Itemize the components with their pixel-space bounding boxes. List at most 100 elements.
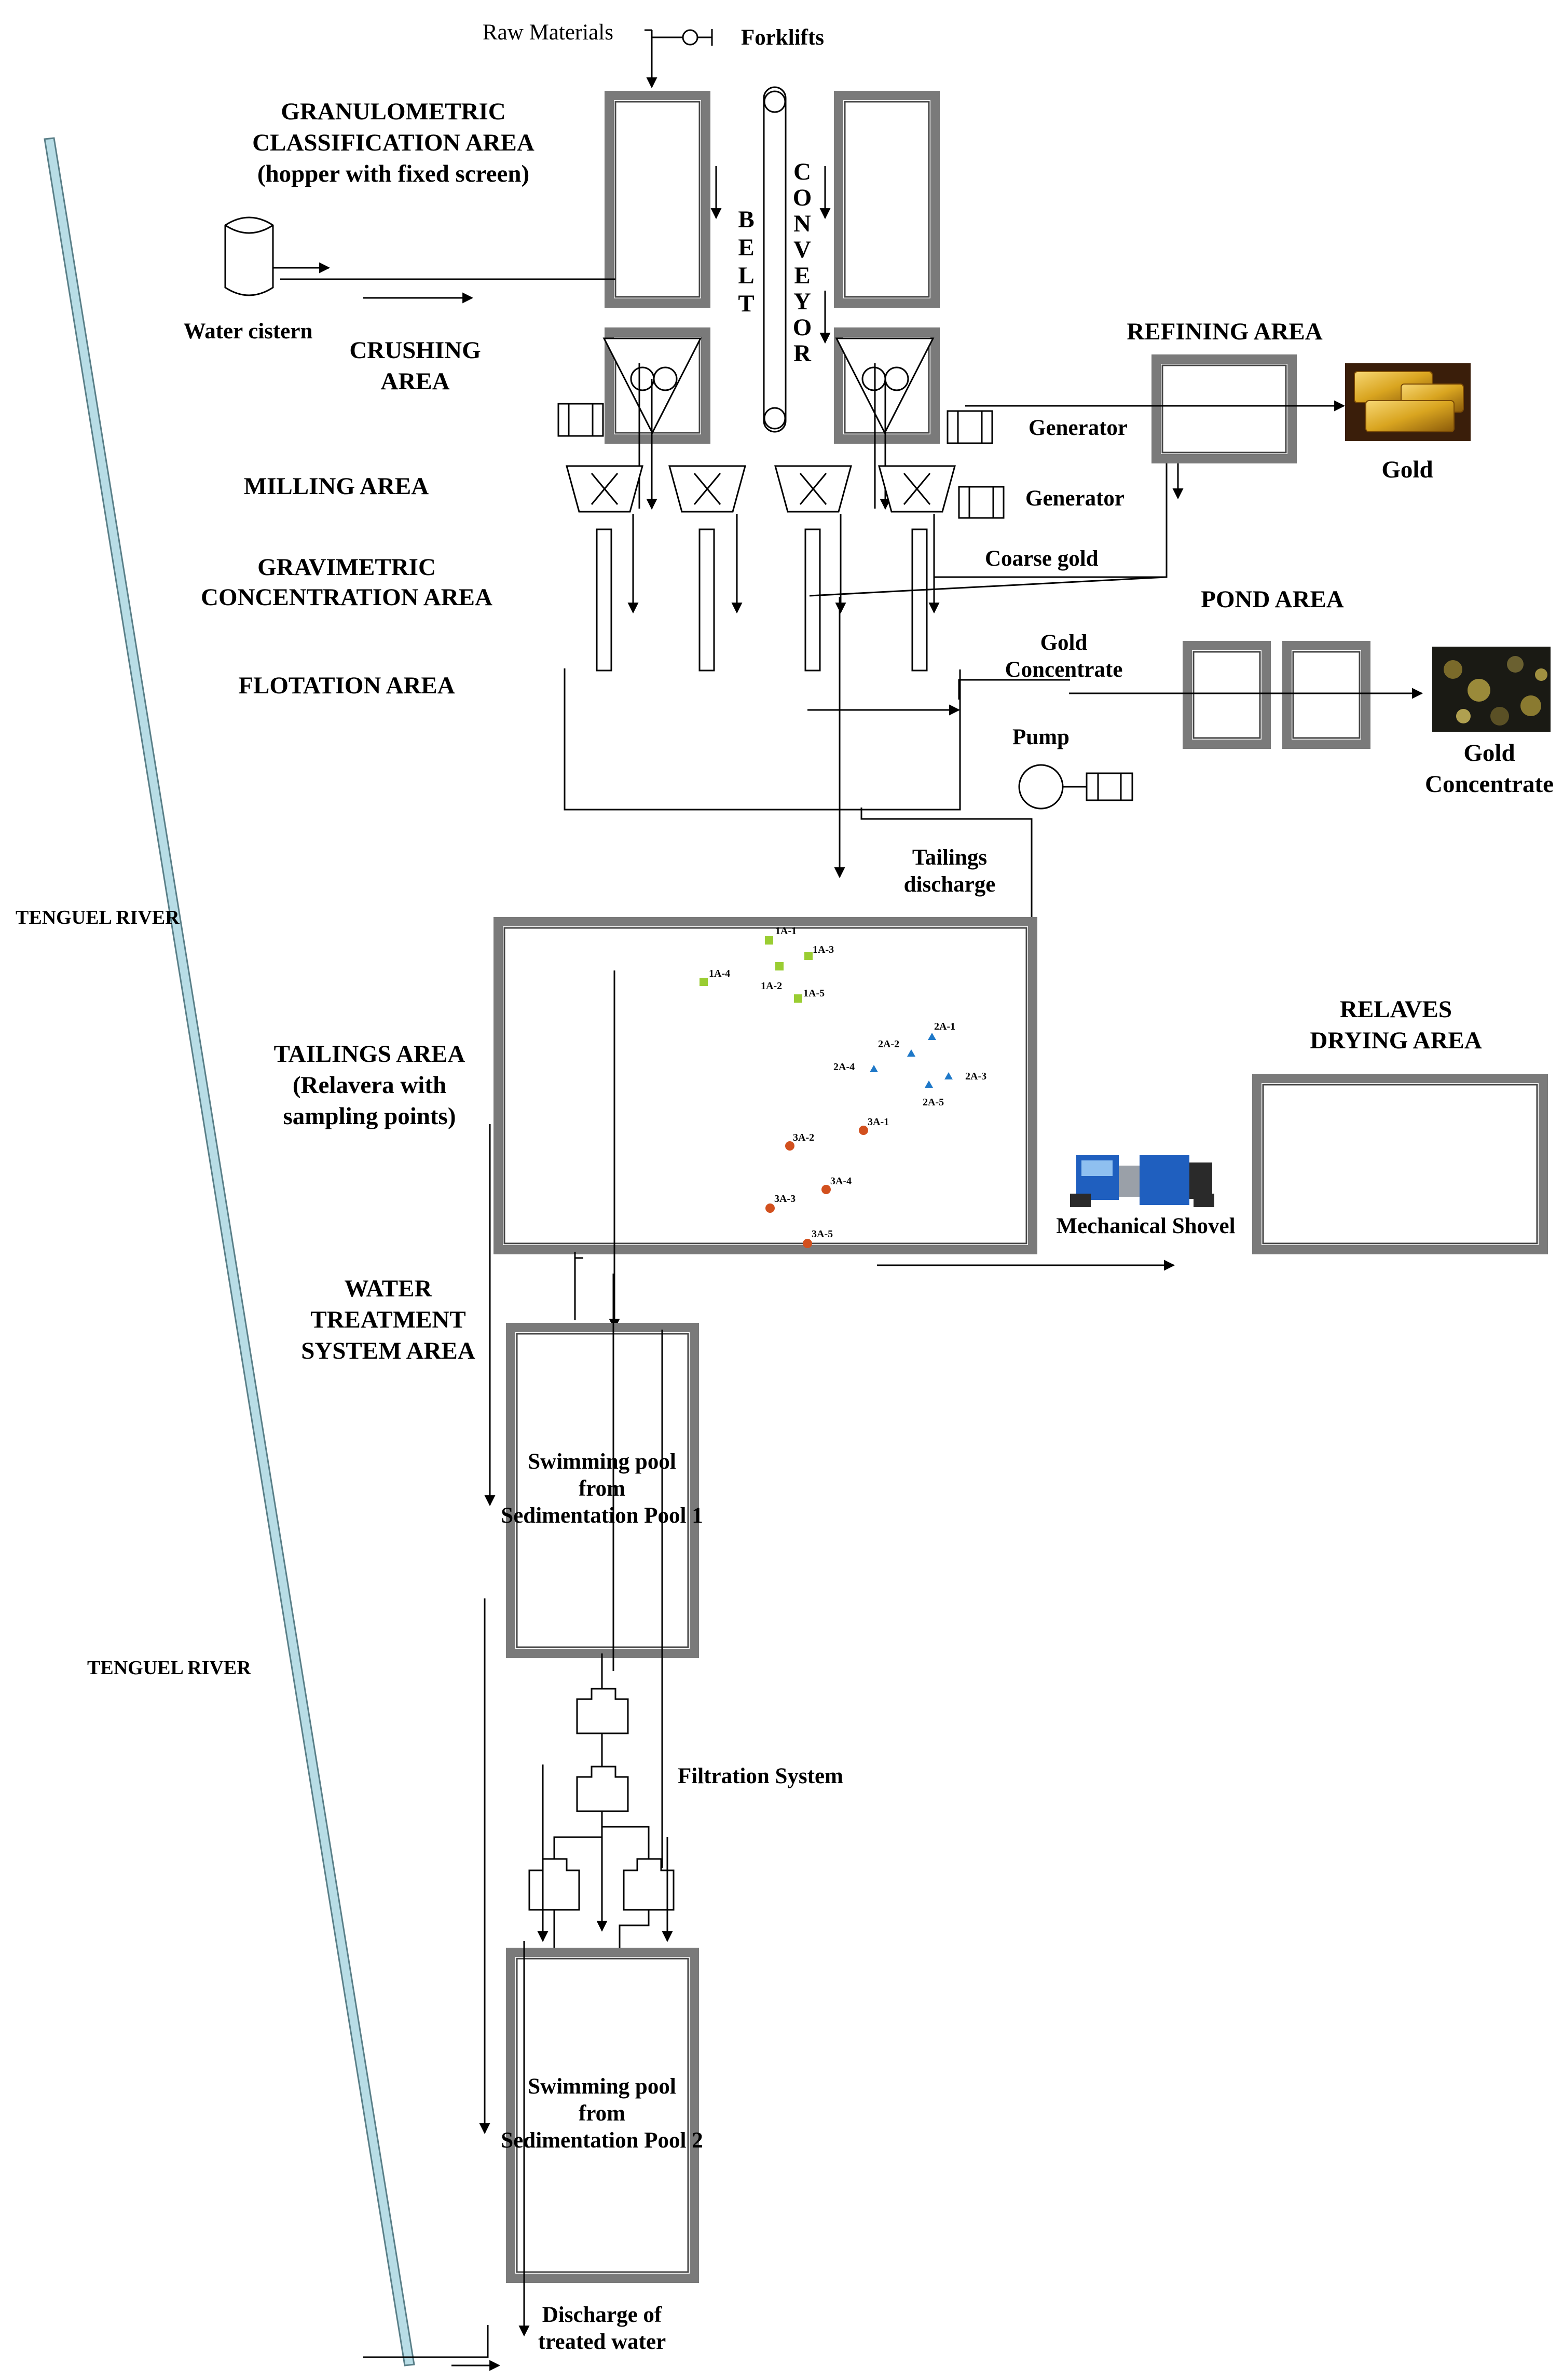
crusher-right — [834, 327, 993, 444]
water-treatment-title-2: TREATMENT — [310, 1306, 465, 1333]
tailings-title-2: (Relavera with — [293, 1072, 446, 1099]
coarse-gold-label: Coarse gold — [985, 546, 1099, 571]
svg-text:C: C — [793, 158, 811, 185]
gravimetric-title-2: CONCENTRATION AREA — [201, 584, 492, 611]
pond-title: POND AREA — [1201, 586, 1344, 613]
svg-text:1A-3: 1A-3 — [813, 944, 834, 955]
svg-text:2A-4: 2A-4 — [833, 1061, 855, 1073]
sampling-point-2a-5 — [925, 1080, 933, 1088]
belt-conveyor — [763, 86, 787, 433]
gold-concentrate-label-2: Concentrate — [1425, 771, 1554, 798]
svg-text:3A-4: 3A-4 — [830, 1175, 852, 1187]
gold-concentrate-flow-label-2: Concentrate — [1005, 658, 1123, 682]
milling-title: MILLING AREA — [244, 473, 429, 500]
svg-text:Y: Y — [793, 288, 811, 315]
sampling-point-1a-3 — [804, 952, 813, 960]
refining-title: REFINING AREA — [1127, 318, 1322, 345]
svg-text:N: N — [793, 210, 811, 237]
sampling-point-1a-5 — [794, 994, 802, 1003]
gold-label: Gold — [1381, 456, 1433, 483]
svg-text:1A-4: 1A-4 — [709, 968, 730, 979]
sampling-point-2a-3 — [944, 1072, 953, 1079]
belt-label: B E L T — [738, 206, 754, 317]
crusher-left — [557, 327, 710, 444]
crushing-title-2: AREA — [380, 368, 449, 395]
sampling-point-3a-5 — [803, 1239, 812, 1248]
hopper-right — [834, 91, 940, 308]
svg-text:L: L — [738, 262, 754, 289]
sampling-point-2a-2 — [907, 1049, 915, 1057]
sampling-point-2a-4 — [870, 1065, 878, 1072]
discharge-label-2: treated water — [538, 2330, 666, 2354]
conveyor-label: C O N V E Y O R — [793, 158, 812, 367]
svg-text:E: E — [738, 234, 754, 261]
forklift-icon — [645, 29, 713, 89]
granulometric-title-1: GRANULOMETRIC — [281, 98, 505, 125]
tailings-relavera-box — [493, 917, 1037, 1254]
tailings-discharge-label-1: Tailings — [912, 845, 987, 870]
svg-text:3A-5: 3A-5 — [812, 1228, 833, 1240]
tailings-title-3: sampling points) — [283, 1103, 456, 1130]
svg-text:3A-1: 3A-1 — [868, 1116, 889, 1128]
svg-text:2A-1: 2A-1 — [934, 1021, 955, 1032]
relaves-drying-box — [1252, 1074, 1548, 1254]
sedimentation-pool-2 — [506, 1948, 699, 2283]
flotation-title: FLOTATION AREA — [238, 672, 455, 699]
refining-box — [1151, 354, 1297, 463]
pool-2-label-1: Swimming pool — [528, 2074, 676, 2099]
water-cistern-icon — [224, 216, 274, 296]
mill-2 — [668, 465, 746, 513]
svg-text:2A-5: 2A-5 — [923, 1097, 944, 1108]
svg-text:2A-2: 2A-2 — [878, 1038, 899, 1050]
svg-text:3A-3: 3A-3 — [774, 1193, 796, 1205]
svg-text:1A-1: 1A-1 — [775, 925, 797, 937]
pool-1-label-2: from — [579, 1476, 625, 1501]
svg-text:B: B — [738, 206, 754, 233]
sampling-points-group-3: 3A-1 3A-2 3A-3 3A-4 3A-5 — [765, 1116, 889, 1248]
sampling-point-1a-1 — [765, 936, 773, 945]
svg-text:1A-2: 1A-2 — [761, 980, 782, 992]
sampling-point-1a-2 — [775, 962, 784, 970]
svg-text:2A-3: 2A-3 — [965, 1071, 986, 1082]
mill-3 — [774, 465, 852, 513]
sedimentation-pool-1 — [506, 1323, 699, 1658]
sampling-point-3a-3 — [765, 1203, 775, 1213]
svg-text:O: O — [793, 314, 812, 341]
mechanical-shovel-icon — [1070, 1155, 1214, 1207]
filter-unit-4 — [623, 1858, 675, 1911]
sampling-points-group-1: 1A-1 1A-2 1A-3 1A-4 1A-5 — [700, 925, 834, 1003]
pool-1-label-3: Sedimentation Pool 1 — [501, 1503, 703, 1528]
relaves-title-1: RELAVES — [1340, 996, 1452, 1023]
pump-icon — [1018, 764, 1133, 810]
sampling-point-3a-2 — [785, 1141, 794, 1151]
pump-label: Pump — [1012, 725, 1070, 749]
sampling-point-2a-1 — [928, 1033, 936, 1040]
relaves-title-2: DRYING AREA — [1310, 1027, 1482, 1054]
generator-2-label: Generator — [1025, 486, 1125, 511]
svg-text:1A-5: 1A-5 — [803, 988, 825, 999]
tenguel-river-label-bottom: TENGUEL RIVER — [87, 1657, 251, 1679]
gravimetric-title-1: GRAVIMETRIC — [257, 554, 436, 581]
hopper-left — [605, 91, 710, 308]
gold-concentrate-label-1: Gold — [1463, 740, 1515, 767]
pond-box-2 — [1282, 641, 1370, 749]
pool-2-label-2: from — [579, 2101, 625, 2126]
generator-1-label: Generator — [1029, 416, 1128, 440]
mechanical-shovel-label: Mechanical Shovel — [1056, 1214, 1235, 1238]
svg-text:T: T — [738, 290, 754, 317]
tailings-discharge-label-2: discharge — [904, 872, 996, 897]
filter-unit-1 — [576, 1688, 629, 1734]
filter-unit-3 — [528, 1858, 580, 1911]
concentrator-columns — [596, 528, 928, 672]
granulometric-title-2: CLASSIFICATION AREA — [252, 129, 534, 156]
svg-text:R: R — [793, 340, 812, 367]
water-treatment-title-1: WATER — [345, 1275, 433, 1302]
mill-4 — [878, 465, 1005, 519]
pond-box-1 — [1183, 641, 1271, 749]
sampling-point-1a-4 — [700, 978, 708, 986]
mill-1 — [566, 465, 643, 513]
tailings-title-1: TAILINGS AREA — [274, 1041, 465, 1068]
svg-text:E: E — [794, 262, 810, 289]
gold-concentrate-flow-label-1: Gold — [1040, 631, 1088, 655]
